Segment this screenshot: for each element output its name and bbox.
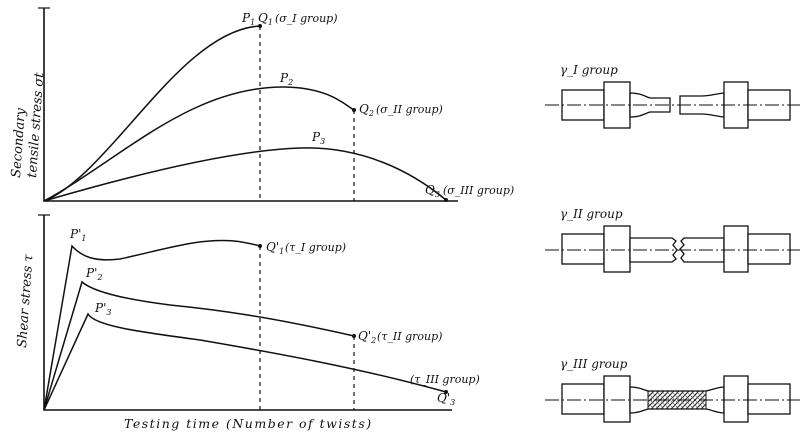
specimen-2-left-grip xyxy=(603,225,631,273)
label-q2-prime: Q'2 xyxy=(358,329,376,345)
specimen-gamma-3: γ_III group xyxy=(545,357,800,423)
label-p1-prime: P'1 xyxy=(69,227,86,243)
lower-xlabel: Testing time (Number of twists) xyxy=(124,416,373,431)
curve-sigma-1 xyxy=(43,25,261,202)
point-q1 xyxy=(258,24,262,28)
label-q1-prime-group: (τ_I group) xyxy=(285,241,346,254)
curve-tau-3 xyxy=(43,312,447,411)
upper-graph: Secondary tensile stress σt P1 Q1 (σ_I g… xyxy=(9,7,514,202)
label-p3: P3 xyxy=(311,130,325,146)
lower-ylabel: Shear stress τ xyxy=(15,253,37,348)
label-q1-prime: Q'1 xyxy=(266,240,284,256)
curve-sigma-3 xyxy=(43,147,447,202)
label-q2-group: (σ_II group) xyxy=(376,103,443,116)
point-q1-prime xyxy=(258,244,262,248)
label-q3-prime-group: (τ_III group) xyxy=(410,373,480,386)
specimen-gamma-1: γ_I group xyxy=(545,63,800,129)
specimen-3-right-grip xyxy=(723,375,749,423)
specimen-2-right-grip xyxy=(723,225,749,273)
upper-ylabel-line1: Secondary xyxy=(9,107,29,178)
specimen-3-left-grip xyxy=(603,375,631,423)
specimen-gamma-2-label: γ_II group xyxy=(560,207,623,221)
specimen-2-right-shank xyxy=(747,233,791,265)
label-p2: P2 xyxy=(279,71,293,87)
label-q2: Q2 xyxy=(359,102,374,118)
point-q3-prime xyxy=(444,390,448,394)
curve-tau-2 xyxy=(43,280,355,411)
specimen-3-left-shank xyxy=(561,383,605,415)
upper-ylabel-line2: tensile stress σt xyxy=(25,71,47,178)
label-q1-group: (σ_I group) xyxy=(275,12,337,25)
label-q1: Q1 xyxy=(258,11,273,27)
label-q3-prime: Q'3 xyxy=(437,391,455,407)
point-q3 xyxy=(444,198,448,202)
label-p2-prime: P'2 xyxy=(85,266,102,282)
point-q2-prime xyxy=(352,334,356,338)
label-p3-prime: P'3 xyxy=(94,301,111,317)
label-q3: Q3 xyxy=(425,183,440,199)
specimen-gamma-3-label: γ_III group xyxy=(560,357,628,371)
specimen-gamma-2: γ_II group xyxy=(545,207,800,273)
specimen-2-left-neck xyxy=(629,237,678,263)
specimen-2-left-shank xyxy=(561,233,605,265)
label-p1: P1 xyxy=(241,11,255,27)
lower-graph: Shear stress τ Testing time (Number of t… xyxy=(15,214,480,431)
point-q2 xyxy=(352,108,356,112)
label-q2-prime-group: (τ_II group) xyxy=(377,330,442,343)
specimen-3-right-shank xyxy=(747,383,791,415)
curve-sigma-2 xyxy=(43,86,355,202)
label-q3-group: (σ_III group) xyxy=(443,184,514,197)
specimen-gamma-1-label: γ_I group xyxy=(560,63,618,77)
curve-tau-1 xyxy=(43,239,261,411)
